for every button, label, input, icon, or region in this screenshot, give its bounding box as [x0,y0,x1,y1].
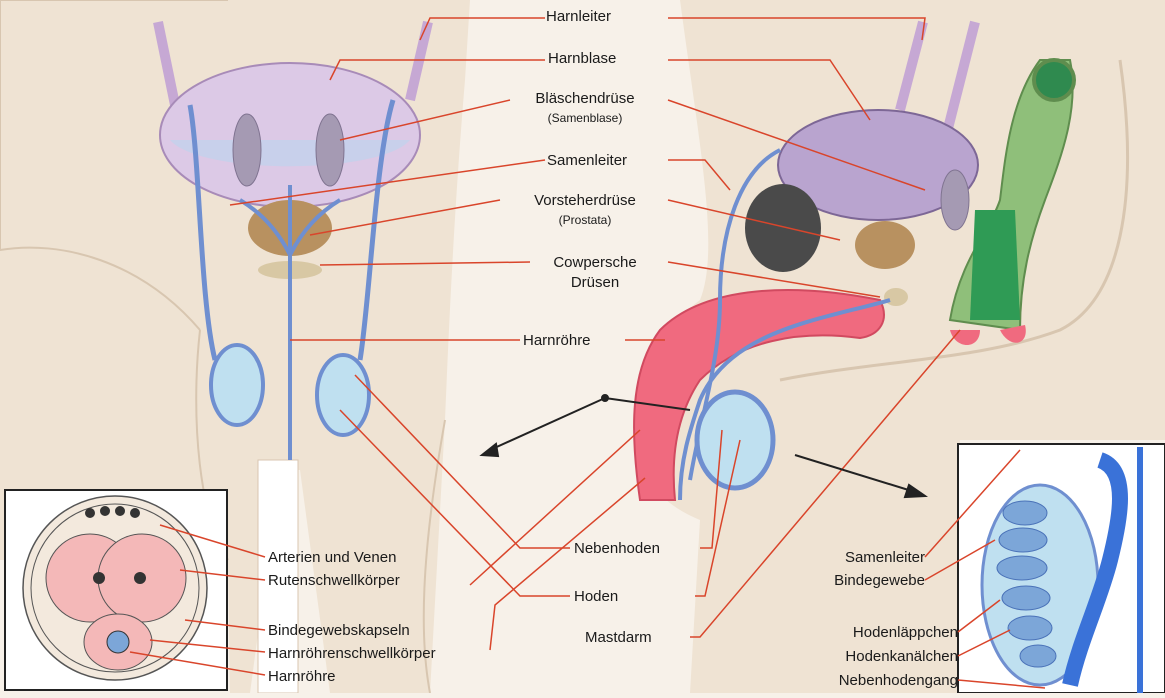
label-hodenlaeppchen: Hodenläppchen [770,624,958,641]
label-harnleiter: Harnleiter [546,8,611,25]
label-hodenkanaelchen: Hodenkanälchen [770,648,958,665]
label-rutenschwellkoerper: Rutenschwellkörper [268,572,400,589]
label-hoden: Hoden [574,588,618,605]
label-cowpersche: Cowpersche [520,254,670,271]
label-prostata: (Prostata) [500,212,670,229]
label-samenleiter: Samenleiter [547,152,627,169]
label-bindegewebskapseln: Bindegewebskapseln [268,622,410,639]
label-samenblase: (Samenblase) [505,110,665,127]
label-harnroehrenschwellkoerper: Harnröhrenschwellkörper [268,645,436,662]
label-arterien-venen: Arterien und Venen [268,549,396,566]
inset-penis-cross-section [5,490,227,690]
label-harnroehre-inset: Harnröhre [268,668,336,685]
label-vorsteherdruese: Vorsteherdrüse [500,192,670,209]
label-mastdarm: Mastdarm [585,629,652,646]
label-nebenhoden: Nebenhoden [574,540,660,557]
label-blaeschendruese: Bläschendrüse [505,90,665,107]
inset-testis [958,444,1165,693]
label-harnblase: Harnblase [548,50,616,67]
label-bindegewebe: Bindegewebe [780,572,925,589]
label-samenleiter-inset: Samenleiter [780,549,925,566]
label-harnroehre: Harnröhre [523,332,591,349]
label-nebenhodengang: Nebenhodengang [770,672,958,689]
label-druesen: Drüsen [520,274,670,291]
